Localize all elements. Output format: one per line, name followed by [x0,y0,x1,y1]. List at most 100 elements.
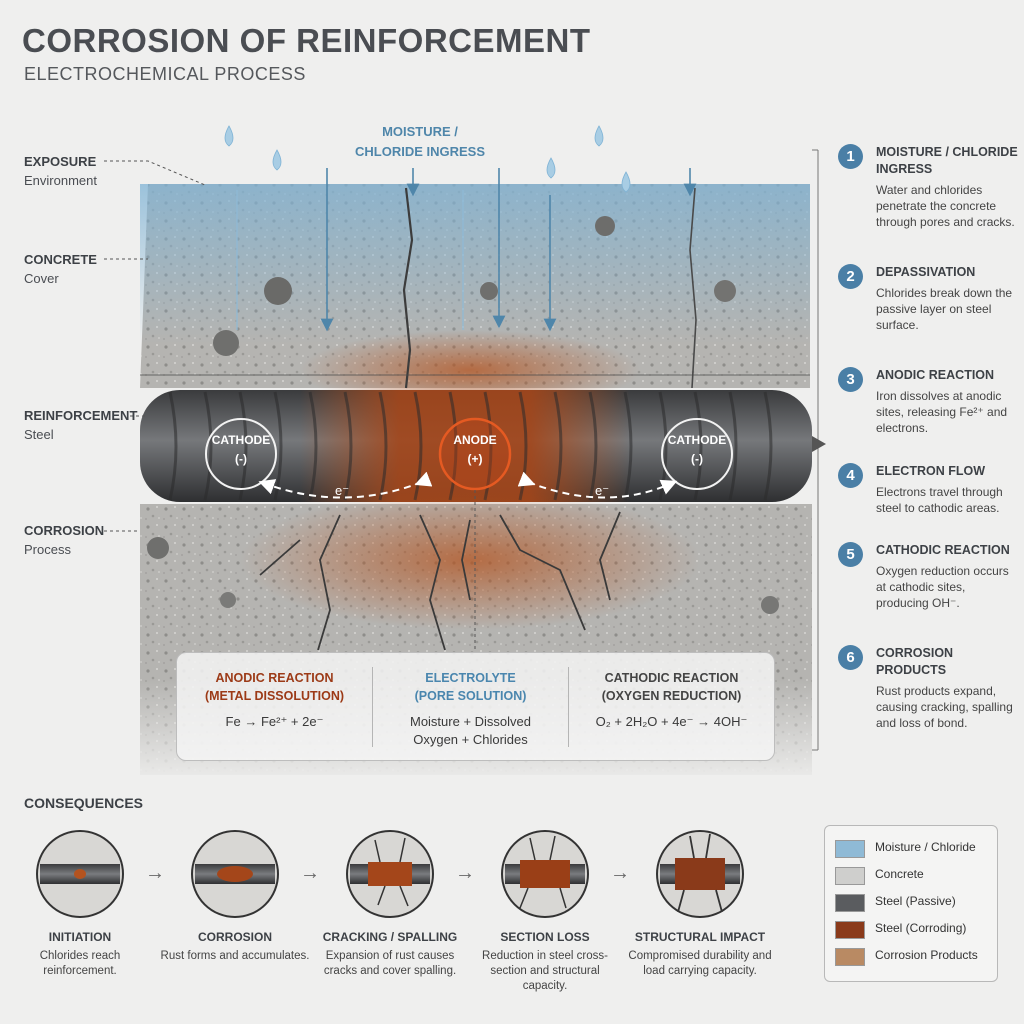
step-desc: Electrons travel through steel to cathod… [876,485,1003,515]
cathode-right-label: CATHODE (-) [662,431,732,469]
eq-anodic: ANODIC REACTION (METAL DISSOLUTION) Fe →… [177,653,372,760]
consequence-icons [36,830,744,918]
eq-electrolyte-head2: (PORE SOLUTION) [414,689,527,703]
step-title: CATHODIC REACTION [876,543,1010,557]
step-desc: Oxygen reduction occurs at cathodic site… [876,564,1009,610]
legend-label: Moisture / Chloride [875,840,976,854]
consequence-structural-impact: STRUCTURAL IMPACT Compromised durability… [625,922,775,979]
label-concrete-sub: Cover [24,271,59,286]
consequence-corrosion: CORROSION Rust forms and accumulates. [160,922,310,964]
legend-swatch [835,921,865,939]
cathode-left-line1: CATHODE [211,433,271,447]
consequence-desc: Rust forms and accumulates. [160,950,310,962]
consequence-title: STRUCTURAL IMPACT [634,930,766,944]
cathode-left-marker [205,418,277,490]
cathode-right-marker [661,418,733,490]
label-corrosion-head: CORROSION [24,523,105,538]
consequence-title: SECTION LOSS [500,930,590,944]
anode-line1: ANODE [453,433,497,447]
leader-lines [104,160,476,650]
arrow-right-icon: → [300,862,320,884]
arrow-right-icon: → [455,862,475,884]
eq-electrolyte-head: ELECTROLYTE (PORE SOLUTION) [373,669,568,705]
consequence-desc: Reduction in steel cross-section and str… [482,950,608,992]
label-exposure-sub: Environment [24,173,97,188]
label-reinforcement-head: REINFORCEMENT [24,408,138,423]
eq-cathodic-body: O₂ + 2H₂O + 4e⁻ → 4OH⁻ [595,714,748,729]
eq-divider [372,667,373,747]
page-title: CORROSION OF REINFORCEMENT [22,22,591,59]
legend-label: Corrosion Products [875,948,978,962]
eq-electrolyte-body1: Moisture + Dissolved [409,714,532,729]
consequence-title: CRACKING / SPALLING [322,930,458,944]
legend-label: Concrete [875,867,924,881]
eq-cathodic-head2: (OXYGEN REDUCTION) [601,689,742,703]
consequence-desc: Compromised durability and load carrying… [628,950,772,977]
label-reinforcement: REINFORCEMENT Steel [24,406,137,444]
eq-electrolyte-head1: ELECTROLYTE [425,671,516,685]
eq-cathodic-head1: CATHODIC REACTION [604,671,739,685]
ingress-label-line2: CHLORIDE INGRESS [354,144,485,159]
cathode-left-label: CATHODE (-) [206,431,276,469]
page-subtitle: ELECTROCHEMICAL PROCESS [24,64,306,84]
consequence-desc: Expansion of rust causes cracks and cove… [323,950,457,977]
electron-label-right: e⁻ [595,483,610,498]
eq-anodic-head1: ANODIC REACTION [215,671,334,685]
step-number: 1 [838,144,863,169]
eq-anodic-head: ANODIC REACTION (METAL DISSOLUTION) [177,669,372,705]
eq-cathodic: CATHODIC REACTION (OXYGEN REDUCTION) O₂ … [569,653,774,760]
anode-marker [438,417,512,491]
step-number: 6 [838,645,863,670]
ingress-label-line1: MOISTURE / [382,124,458,139]
cathode-right-line1: CATHODE [667,433,727,447]
step-number: 5 [838,542,863,567]
step-number: 2 [838,264,863,289]
step-6: 6 CORROSION PRODUCTS Rust products expan… [838,645,1018,731]
step-title: ELECTRON FLOW [876,464,986,478]
consequence-section-loss: SECTION LOSS Reduction in steel cross-se… [470,922,620,994]
step-title: CORROSION PRODUCTS [876,646,954,677]
equations-box: ANODIC REACTION (METAL DISSOLUTION) Fe →… [176,652,775,761]
rebar-steel [140,390,812,502]
structural-impact-icon [656,830,744,918]
step-desc: Iron dissolves at anodic sites, releasin… [876,389,1008,435]
water-droplets [224,125,631,193]
consequence-title: INITIATION [48,930,112,944]
corrosion-icon [191,830,279,918]
label-exposure: EXPOSURE Environment [24,152,97,190]
label-corrosion-sub: Process [24,542,71,557]
step-title: DEPASSIVATION [876,265,976,279]
step-title: ANODIC REACTION [876,368,995,382]
label-corrosion: CORROSION Process [24,521,104,559]
legend-swatch [835,948,865,966]
step-desc: Chlorides break down the passive layer o… [876,286,1013,332]
legend-label: Steel (Corroding) [875,921,967,935]
eq-electrolyte-body: Moisture + Dissolved Oxygen + Chlorides [373,713,568,749]
step-4: 4 ELECTRON FLOW Electrons travel through… [838,463,1018,516]
consequence-desc: Chlorides reach reinforcement. [39,950,121,977]
eq-electrolyte-body2: Oxygen + Chlorides [413,732,528,747]
arrow-right-icon: → [145,862,165,884]
step-desc: Rust products expand, causing cracking, … [876,684,1013,730]
cathode-right-line2: (-) [691,452,703,466]
step-5: 5 CATHODIC REACTION Oxygen reduction occ… [838,542,1018,611]
consequence-initiation: INITIATION Chlorides reach reinforcement… [5,922,155,979]
concrete-cover-top [140,184,810,410]
section-loss-icon [501,830,589,918]
legend-label: Steel (Passive) [875,894,956,908]
anode-label: ANODE (+) [440,431,510,469]
consequence-cracking: CRACKING / SPALLING Expansion of rust ca… [315,922,465,979]
electron-label-left: e⁻ [335,483,350,498]
legend-swatch [835,867,865,885]
label-exposure-head: EXPOSURE [24,154,97,169]
step-title: MOISTURE / CHLORIDE INGRESS [876,145,1018,176]
label-concrete-head: CONCRETE [24,252,97,267]
bracket-pointer [812,436,826,452]
steps-bracket [812,149,819,751]
label-concrete: CONCRETE Cover [24,250,97,288]
step-number: 3 [838,367,863,392]
initiation-icon [36,830,124,918]
step-2: 2 DEPASSIVATION Chlorides break down the… [838,264,1018,333]
cathode-left-line2: (-) [235,452,247,466]
step-number: 4 [838,463,863,488]
